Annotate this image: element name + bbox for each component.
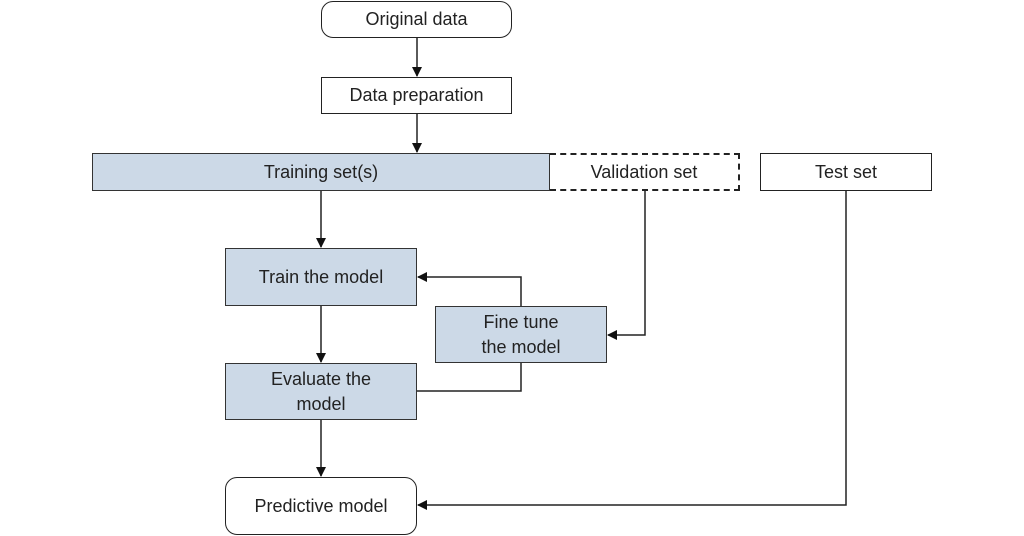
node-train-model: Train the model (225, 248, 417, 306)
node-label: Original data (365, 9, 468, 29)
node-training-sets: Training set(s) (92, 153, 550, 191)
node-label-line2: the model (481, 336, 561, 357)
node-validation-set: Validation set (550, 153, 740, 191)
node-label-line2: model (296, 393, 346, 414)
node-evaluate-model: Evaluate the model (225, 363, 417, 420)
node-label: Data preparation (349, 85, 484, 105)
node-test-set: Test set (760, 153, 932, 191)
edge-finetune-to-train (417, 272, 522, 306)
edge-validation-to-finetune (607, 191, 646, 340)
node-original-data: Original data (321, 1, 512, 38)
node-predictive-model: Predictive model (225, 477, 417, 535)
node-label: Train the model (258, 266, 384, 287)
node-label: Training set(s) (263, 161, 379, 182)
edge-test-to-predictive (417, 191, 847, 510)
node-label: Test set (814, 161, 878, 182)
node-label: Validation set (590, 161, 698, 182)
node-data-preparation: Data preparation (321, 77, 512, 114)
node-label-line1: Evaluate the (270, 368, 372, 389)
node-fine-tune-model: Fine tune the model (435, 306, 607, 363)
node-label-line1: Fine tune (483, 311, 559, 332)
edge-evaluate-to-finetune (417, 363, 522, 392)
node-label: Predictive model (254, 495, 388, 516)
